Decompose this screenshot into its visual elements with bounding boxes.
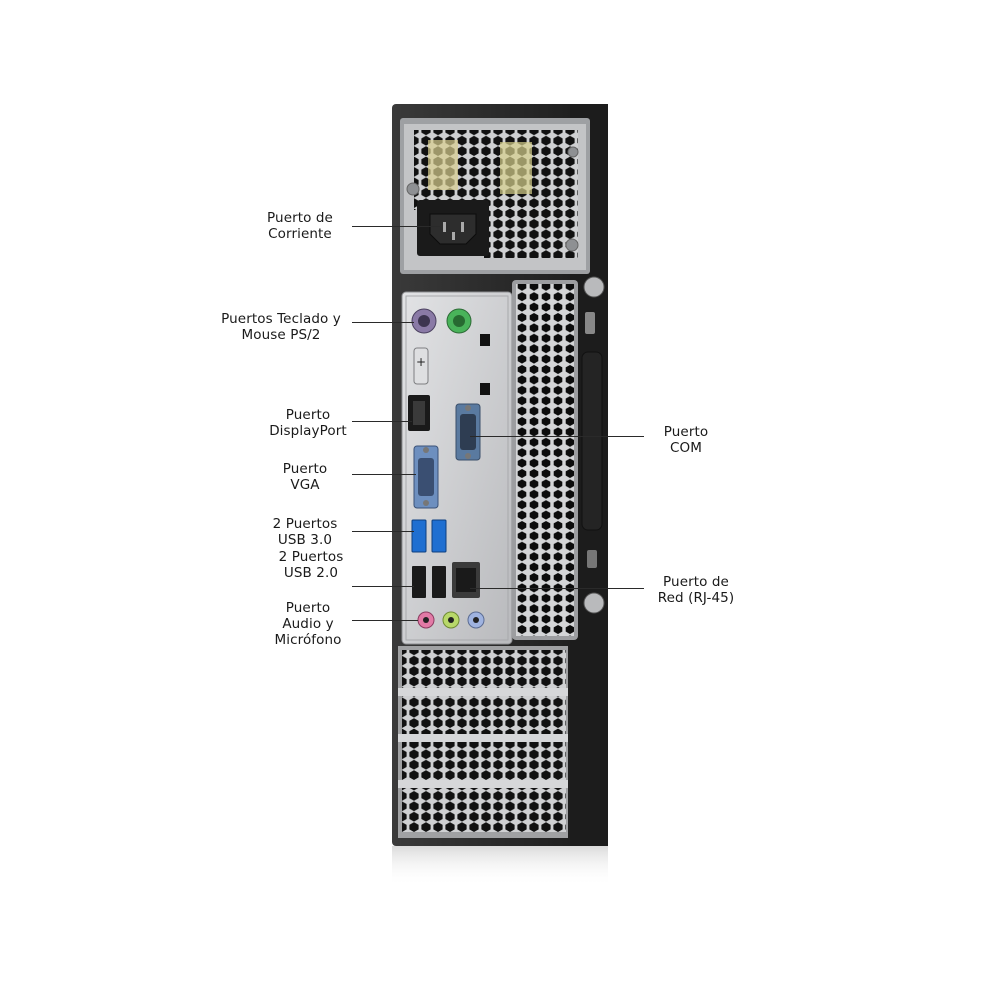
usb2-port: [432, 566, 446, 598]
svg-text:+: +: [416, 355, 426, 369]
leader-usb2: [352, 586, 414, 587]
screw-icon: [406, 182, 420, 196]
label-audio: Puerto Audio y Micrófono: [274, 600, 342, 648]
power-socket: [417, 200, 489, 256]
leader-displayport: [352, 421, 412, 422]
io-panel: +: [401, 291, 513, 645]
leader-network: [470, 588, 644, 589]
leader-vga: [352, 474, 416, 475]
label-network: Puerto de Red (RJ-45): [657, 574, 735, 606]
leader-com: [470, 436, 644, 437]
label-vga: Puerto VGA: [282, 461, 328, 493]
usb3-port: [411, 519, 427, 553]
label-usb2: 2 Puertos USB 2.0: [278, 549, 344, 581]
usb2-port: [412, 566, 426, 598]
usb3-port: [431, 519, 447, 553]
label-displayport: Puerto DisplayPort: [269, 407, 347, 439]
label-ps2-ports: Puertos Teclado y Mouse PS/2: [221, 311, 341, 343]
label-power-port: Puerto de Corriente: [267, 210, 333, 242]
expansion-slots: [398, 646, 568, 838]
leader-usb3: [352, 531, 414, 532]
side-latch: [581, 276, 605, 614]
label-com: Puerto COM: [663, 424, 709, 456]
leader-audio: [352, 620, 418, 621]
label-usb3: 2 Puertos USB 3.0: [272, 516, 338, 548]
rear-vent: [512, 280, 578, 640]
leader-power-port: [352, 226, 440, 227]
leader-ps2-ports: [352, 322, 414, 323]
